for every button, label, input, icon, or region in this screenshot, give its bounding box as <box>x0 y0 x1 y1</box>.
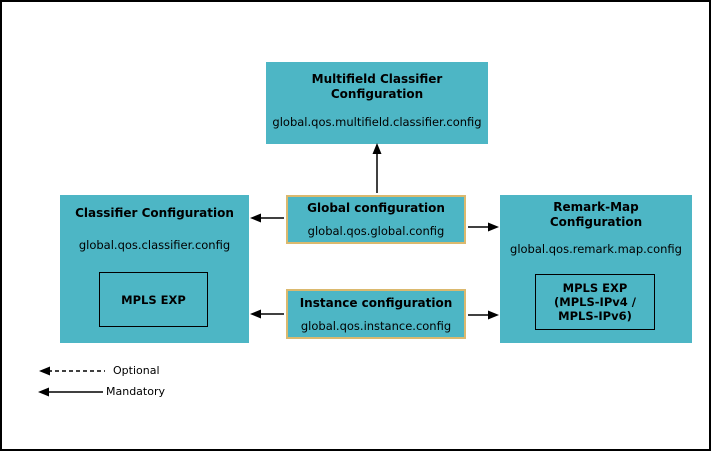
mpls-exp-label: MPLS EXP <box>121 292 186 307</box>
legend-mandatory-label: Mandatory <box>106 385 166 398</box>
remark-title-line2: Configuration <box>549 215 643 229</box>
mpls-exp-right-line1: MPLS EXP <box>562 281 628 295</box>
mpls-exp-box: MPLS EXP <box>99 272 208 327</box>
mpls-exp-ipv4-ipv6-box: MPLS EXP (MPLS-IPv4 / MPLS-IPv6) <box>535 274 655 330</box>
instance-box-title: Instance configuration <box>299 296 453 310</box>
global-config-box: Global configuration global.qos.global.c… <box>286 195 466 244</box>
mpls-exp-right-line2: (MPLS-IPv4 / <box>554 295 636 309</box>
classifier-config-box: Classifier Configuration global.qos.clas… <box>60 195 249 343</box>
arrow-instance-to-remark <box>468 310 499 320</box>
arrow-global-to-multifield <box>372 143 382 193</box>
multifield-box-title: Multifield Classifier Configuration <box>266 62 488 102</box>
legend-mandatory-arrow <box>38 387 103 397</box>
classifier-box-title: Classifier Configuration <box>75 206 234 220</box>
multifield-title-line2: Configuration <box>330 87 424 101</box>
mpls-exp-right-line3: MPLS-IPv6) <box>558 309 632 323</box>
instance-box-path: global.qos.instance.config <box>300 319 452 333</box>
classifier-box-path: global.qos.classifier.config <box>78 238 231 252</box>
remark-box-title: Remark-Map Configuration <box>500 195 692 230</box>
global-box-title: Global configuration <box>307 201 445 215</box>
arrow-instance-to-classifier <box>250 309 284 319</box>
multifield-title-line1: Multifield Classifier <box>311 72 443 86</box>
multifield-box-path: global.qos.multifield.classifier.config <box>272 115 482 129</box>
legend-optional-arrow <box>39 366 105 376</box>
multifield-classifier-config-box: Multifield Classifier Configuration glob… <box>266 62 488 144</box>
instance-config-box: Instance configuration global.qos.instan… <box>286 289 466 339</box>
arrow-global-to-classifier <box>250 213 284 223</box>
global-box-path: global.qos.global.config <box>307 224 445 238</box>
remark-map-config-box: Remark-Map Configuration global.qos.rema… <box>500 195 692 343</box>
remark-box-path: global.qos.remark.map.config <box>510 242 682 256</box>
arrow-global-to-remark <box>468 222 499 232</box>
remark-title-line1: Remark-Map <box>553 200 639 214</box>
legend-optional-label: Optional <box>113 364 160 377</box>
